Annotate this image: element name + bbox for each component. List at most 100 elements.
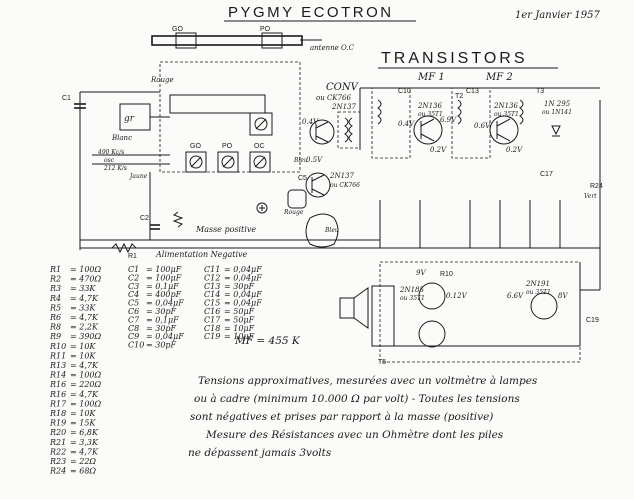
- resistor-value: = 4,7K: [70, 313, 99, 322]
- capacitor-value: = 0,04μF: [146, 299, 184, 308]
- resistor-ref: R14: [49, 371, 66, 380]
- c19-label: C19: [586, 317, 599, 324]
- mf1-sub-label: ou 35T1: [418, 111, 443, 118]
- resistor-ref: R16: [49, 380, 66, 389]
- resistor-value: = 100Ω: [70, 265, 102, 274]
- resistor-ref: R24: [49, 467, 66, 476]
- resistor-ref: R20: [49, 428, 66, 437]
- voltage-02-label: 0.2V: [430, 146, 447, 154]
- resistor-ref: R5: [49, 303, 61, 312]
- capacitor-ref: C2: [128, 273, 139, 282]
- resistor-ref: R11: [49, 351, 66, 360]
- r1-label: R1: [128, 253, 137, 260]
- capacitor-value: = 0,04μF: [224, 299, 262, 308]
- bleu2-label: Bleu: [324, 227, 339, 234]
- voltage-012-label: 0.12V: [446, 292, 468, 300]
- resistor-value: = 100Ω: [70, 399, 102, 408]
- conv-label: CONV: [326, 82, 360, 93]
- capacitor-ref: C13: [204, 282, 220, 291]
- resistor-ref: R17: [49, 399, 67, 408]
- note-line-2: ou à cadre (minimum 10.000 Ω par volt) -…: [194, 393, 520, 405]
- date-label: 1er Janvier 1957: [515, 10, 600, 21]
- t2-label: T2: [455, 93, 463, 100]
- r1-resistor: R1 C2: [111, 202, 268, 260]
- resistor-ref: R10: [49, 342, 66, 351]
- capacitor-ref: C15: [204, 299, 220, 308]
- capacitor-ref: C1: [128, 265, 139, 274]
- resistor-ref: R16: [49, 390, 66, 399]
- capacitor-value: = 30pF: [146, 324, 177, 333]
- out-sub-label: ou 35T1: [400, 295, 425, 302]
- conv-type-label: 2N137: [331, 103, 356, 111]
- resistor-value: = 33K: [70, 284, 96, 293]
- rouge2-label: Rouge: [283, 209, 304, 216]
- page-title: PYGMY ECOTRON: [228, 4, 394, 21]
- resistor-value: = 100Ω: [70, 371, 102, 380]
- resistor-ref: R2: [49, 275, 61, 284]
- voltage-66-label: 6.6V: [507, 292, 524, 300]
- vert-label: Vert: [584, 193, 597, 200]
- capacitor-value: = 100μF: [146, 273, 182, 282]
- resistor-ref: R6: [49, 313, 61, 322]
- note-line-5: ne dépassent jamais 3volts: [188, 447, 332, 459]
- resistor-ref: R8: [49, 323, 61, 332]
- jaune-label: Jaune: [128, 173, 148, 180]
- resistor-value: = 10K: [70, 342, 96, 351]
- capacitor-ref: C14: [204, 290, 220, 299]
- voltage-06-label: 0.6V: [474, 122, 491, 130]
- osc-sub-label: ou CK766: [330, 182, 360, 189]
- capacitor-ref: C6: [128, 307, 139, 316]
- resistor-value: = 220Ω: [70, 380, 102, 389]
- mf-note: MF = 455 K: [234, 335, 301, 347]
- resistor-ref: R3: [49, 284, 61, 293]
- capacitor-value: = 30pF: [146, 341, 177, 350]
- mf2-label: MF 2: [485, 72, 513, 83]
- t3-label: T3: [536, 88, 544, 95]
- capacitor-ref: C4: [128, 290, 139, 299]
- resistor-value: = 470Ω: [70, 275, 102, 284]
- mf-freq-label: 490 Kc/s: [97, 149, 124, 156]
- resistor-value: = 390Ω: [70, 332, 102, 341]
- capacitor-value: = 0,04μF: [224, 273, 262, 282]
- capacitor-ref: C3: [128, 282, 139, 291]
- ferrite-antenna: GO PO antenne O.C: [151, 26, 355, 52]
- resistor-ref: R21: [49, 438, 66, 447]
- osc-stage: 2N137 ou CK766 C5 Rouge Bleu: [283, 172, 360, 248]
- osc-type-label: 2N137: [329, 172, 354, 180]
- drv-sub-label: ou 35T1: [526, 289, 551, 296]
- capacitor-value: = 50μF: [224, 315, 255, 324]
- capacitor-value: = 10μF: [224, 332, 255, 341]
- po-coil-label: PO: [260, 26, 271, 33]
- capacitor-ref: C9: [128, 332, 139, 341]
- capacitor-ref: C16: [204, 307, 220, 316]
- resistor-ref: R9: [49, 332, 61, 341]
- rouge-label: Rouge: [150, 76, 174, 84]
- capacitor-value: = 10μF: [224, 324, 255, 333]
- conv-sub-label: ou CK766: [316, 94, 351, 102]
- note-line-4: Mesure des Résistances avec un Ohmètre d…: [205, 429, 504, 441]
- resistor-ref: R22: [49, 447, 66, 456]
- bias-network: [379, 200, 561, 248]
- capacitor-ref: C11: [204, 265, 220, 274]
- mf-freq2-label: 212 K/s: [103, 165, 127, 172]
- alim-label: Alimentation Negative: [155, 250, 248, 259]
- capacitor-value: = 50μF: [224, 307, 255, 316]
- audio-section: T5 2N185 ou 35T1 9V R10 0.12V 2N191 ou 3…: [339, 261, 599, 366]
- voltage-05-conv-label: 0.5V: [306, 156, 323, 164]
- c17-label: C17: [540, 171, 553, 178]
- oc-switch-label: OC: [254, 143, 265, 150]
- mf1-label: MF 1: [417, 72, 445, 83]
- r24-label: R24: [590, 183, 603, 190]
- antenna-label: antenne O.C: [310, 44, 355, 52]
- det-sub-label: ou 1N141: [542, 109, 572, 116]
- voltage-04-label: 0.4V: [302, 118, 319, 126]
- capacitor-value: = 30pF: [224, 282, 255, 291]
- c13-label: C13: [466, 88, 479, 95]
- resistor-value: = 10K: [70, 409, 96, 418]
- resistor-value: = 22Ω: [70, 457, 96, 466]
- if-amplifiers: MF 1 MF 2 C10 C13 T2 T3 2N136 ou 35T1 0.…: [359, 72, 600, 159]
- c5-label: C5: [298, 175, 307, 182]
